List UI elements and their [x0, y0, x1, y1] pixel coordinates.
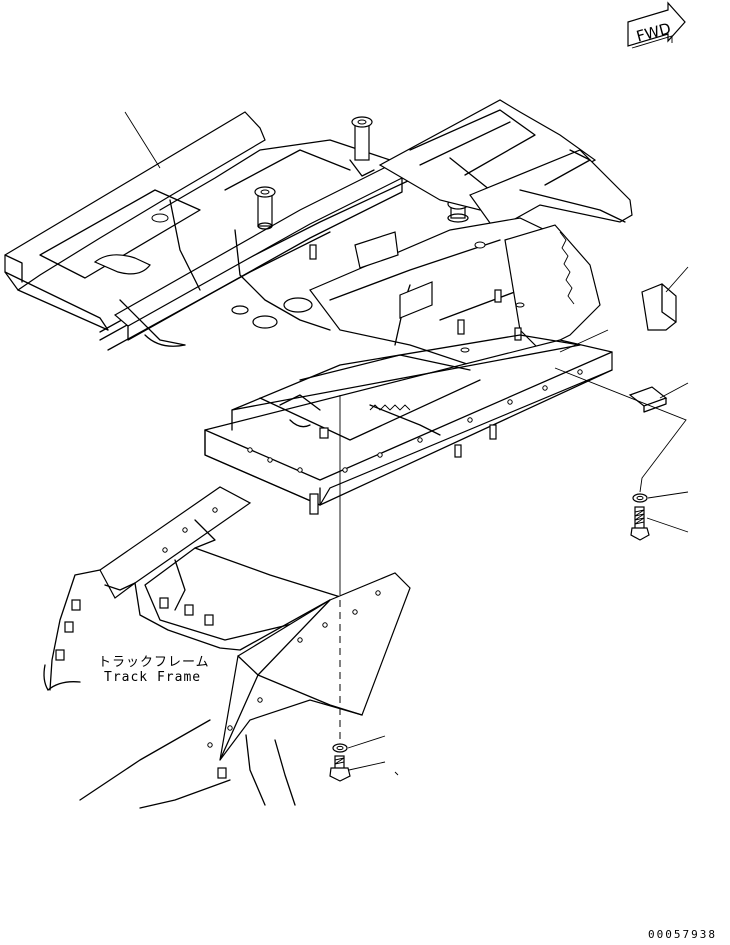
- washer-right: [632, 493, 648, 503]
- washer-bottom: [332, 743, 348, 753]
- track-frame: [43, 486, 411, 809]
- bolt-right: [630, 506, 650, 541]
- post-center: [349, 116, 375, 177]
- bolt-bottom: [329, 755, 351, 782]
- cover-part: [641, 283, 677, 331]
- track-frame-label-jp: トラックフレーム: [98, 655, 210, 670]
- revolving-frame: [4, 99, 633, 515]
- document-number: 00057938: [648, 928, 717, 941]
- post-left: [254, 186, 276, 230]
- track-frame-label-en: Track Frame: [104, 670, 202, 685]
- leader-lines: [124, 111, 689, 776]
- fwd-arrow-icon: FWD: [627, 1, 686, 49]
- base-frame-holes: [247, 369, 583, 473]
